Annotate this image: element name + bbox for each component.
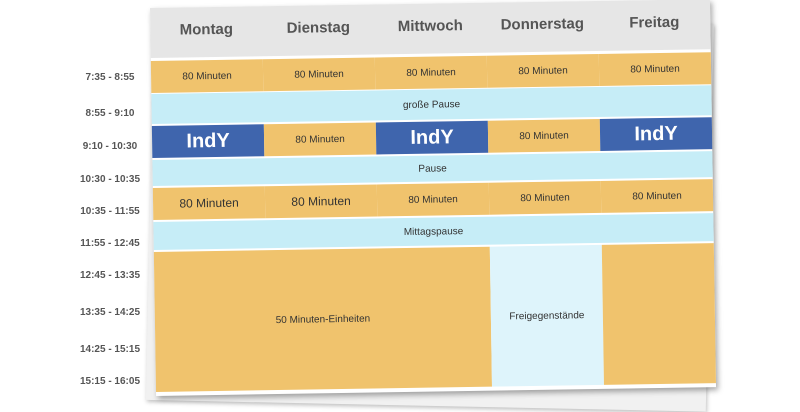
lesson-mon-1: 80 Minuten	[150, 59, 264, 93]
lesson-fri-3: 80 Minuten	[600, 179, 714, 213]
time-slot-7: 12:45 - 13:35	[79, 270, 141, 281]
lesson-tue-1: 80 Minuten	[262, 57, 376, 92]
time-slot-9: 14:25 - 15:15	[79, 344, 141, 355]
lesson-wed-1: 80 Minuten	[374, 55, 488, 90]
lesson-wed-3: 80 Minuten	[376, 182, 490, 217]
lesson-thu-1: 80 Minuten	[486, 53, 600, 88]
lesson-thu-3: 80 Minuten	[488, 180, 602, 215]
lesson-fri-1: 80 Minuten	[598, 52, 712, 86]
indy-fri: IndY	[599, 117, 713, 151]
day-tuesday: Dienstag	[286, 18, 351, 37]
time-slot-8: 13:35 - 14:25	[79, 307, 141, 318]
lesson-tue-3: 80 Minuten	[264, 184, 378, 219]
day-thursday: Donnerstag	[500, 15, 585, 34]
afternoon-units: 50 Minuten-Einheiten	[153, 246, 492, 392]
time-slot-4: 10:30 - 10:35	[79, 174, 141, 185]
lesson-tue-2: 80 Minuten	[263, 122, 377, 157]
indy-wed: IndY	[375, 120, 489, 155]
time-slot-10: 15:15 - 16:05	[79, 376, 141, 387]
time-slot-2: 8:55 - 9:10	[85, 108, 135, 119]
time-slot-6: 11:55 - 12:45	[80, 238, 140, 249]
time-column: 7:35 - 8:55 8:55 - 9:10 9:10 - 10:30 10:…	[70, 55, 150, 395]
lesson-mon-3: 80 Minuten	[152, 186, 266, 220]
time-slot-5: 10:35 - 11:55	[80, 206, 140, 217]
day-monday: Montag	[179, 20, 234, 39]
day-friday: Freitag	[629, 13, 680, 32]
time-slot-3: 9:10 - 10:30	[82, 141, 138, 152]
time-slot-1: 7:35 - 8:55	[85, 72, 135, 83]
lesson-thu-2: 80 Minuten	[487, 118, 601, 153]
elective-subjects: Freigegenstände	[489, 244, 604, 387]
timetable-card: Montag Dienstag Mittwoch Donnerstag Frei…	[150, 0, 717, 396]
day-wednesday: Mittwoch	[397, 17, 463, 36]
afternoon-fri	[601, 243, 716, 385]
indy-mon: IndY	[151, 124, 265, 158]
